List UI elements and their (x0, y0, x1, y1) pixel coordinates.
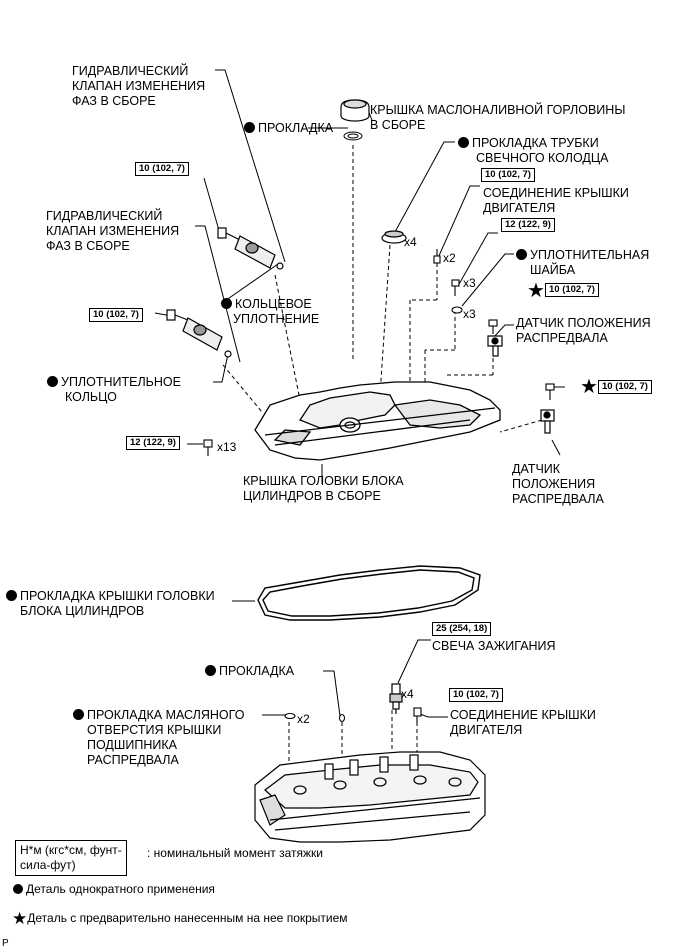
label-spark-plug: СВЕЧА ЗАЖИГАНИЯ (432, 639, 556, 653)
label-o-ring-1: КОЛЬЦЕВОЕ УПЛОТНЕНИЕ (221, 297, 319, 327)
cylinder-head-cover-part (254, 381, 501, 461)
label-vvt-valve-mid: ГИДРАВЛИЧЕСКИЙ КЛАПАН ИЗМЕНЕНИЯ ФАЗ В СБ… (46, 209, 180, 253)
torque-box-3: 10 (102, 7) (89, 308, 143, 322)
qty-x4-bottom: x4 (401, 687, 414, 701)
single-use-dot-icon (6, 590, 17, 601)
cam-sensor-2-part (540, 409, 555, 434)
single-use-dot-icon (458, 137, 469, 148)
torque-box-2: 10 (102, 7) (481, 168, 535, 182)
single-use-dot-icon (73, 709, 84, 720)
single-use-dot-icon (516, 249, 527, 260)
label-vvt-valve-top: ГИДРАВЛИЧЕСКИЙ КЛАПАН ИЗМЕНЕНИЯ ФАЗ В СБ… (72, 64, 206, 108)
precoated-star-icon: ★ (527, 280, 545, 302)
cylinder-head-part (254, 751, 486, 843)
oil-filler-cap-part (340, 99, 370, 122)
label-gasket-top: ПРОКЛАДКА (244, 121, 333, 136)
torque-box-1: 10 (102, 7) (135, 162, 189, 176)
qty-x13: x13 (217, 440, 237, 454)
precoated-star-icon: ★ (580, 376, 598, 398)
label-plug-tube-gasket: ПРОКЛАДКА ТРУБКИ СВЕЧНОГО КОЛОДЦА (458, 136, 608, 166)
label-seal-washer: УПЛОТНИТЕЛЬНАЯ ШАЙБА (516, 248, 649, 278)
torque-box-8: 25 (254, 18) (432, 622, 492, 636)
qty-x4-top: x4 (404, 235, 417, 249)
cap-gasket-part (343, 131, 363, 141)
torque-box-5: 10 (102, 7) (545, 283, 599, 297)
torque-box-4: 12 (122, 9) (501, 218, 555, 232)
label-cam-sensor-2: ДАТЧИК ПОЛОЖЕНИЯ РАСПРЕДВАЛА (512, 462, 604, 506)
single-use-dot-icon (221, 298, 232, 309)
torque-box-9: 10 (102, 7) (449, 688, 503, 702)
label-gasket-bottom: ПРОКЛАДКА (205, 664, 294, 679)
label-o-ring-2: УПЛОТНИТЕЛЬНОЕ КОЛЬЦО (47, 375, 181, 405)
torque-box-7: 12 (122, 9) (126, 436, 180, 450)
corner-mark: P (2, 938, 9, 949)
qty-x2-top: x2 (443, 251, 456, 265)
bottom-small-parts (284, 707, 422, 724)
precoated-star-icon: ★ (12, 909, 28, 928)
single-use-dot-icon (244, 122, 255, 133)
vvt-valve-1-part (217, 227, 284, 270)
label-head-cover: КРЫШКА ГОЛОВКИ БЛОКА ЦИЛИНДРОВ В СБОРЕ (243, 474, 404, 503)
label-cam-sensor-1: ДАТЧИК ПОЛОЖЕНИЯ РАСПРЕДВАЛА (516, 316, 651, 345)
spark-plug-part (389, 683, 403, 714)
single-use-dot-icon (205, 665, 216, 676)
legend-torque-box: Н*м (кгс*см, фунт- сила-фут) (15, 840, 127, 876)
head-cover-gasket-part (257, 565, 481, 621)
legend-torque-desc: : номинальный момент затяжки (147, 846, 323, 860)
qty-x3-a: x3 (463, 276, 476, 290)
qty-x2-bottom: x2 (297, 712, 310, 726)
plug-tube-gasket-part (381, 230, 407, 244)
label-engine-cover-conn-top: СОЕДИНЕНИЕ КРЫШКИ ДВИГАТЕЛЯ (483, 186, 629, 215)
single-use-dot-icon (47, 376, 58, 387)
label-engine-cover-conn-bottom: СОЕДИНЕНИЕ КРЫШКИ ДВИГАТЕЛЯ (450, 708, 596, 737)
torque-box-6: 10 (102, 7) (598, 380, 652, 394)
legend-single-use: Деталь однократного применения (13, 882, 215, 897)
legend-precoated: ★Деталь с предварительно нанесенным на н… (12, 909, 348, 928)
vvt-valve-2-part (166, 309, 232, 358)
single-use-dot-icon (13, 884, 23, 894)
cam-sensor-1-part (487, 335, 503, 357)
alignment-lines (222, 145, 543, 770)
qty-x3-b: x3 (463, 307, 476, 321)
label-bearing-cap-oil-hole-gasket: ПРОКЛАДКА МАСЛЯНОГО ОТВЕРСТИЯ КРЫШКИ ПОД… (73, 708, 244, 768)
label-oil-filler-cap: КРЫШКА МАСЛОНАЛИВНОЙ ГОРЛОВИНЫ В СБОРЕ (370, 103, 626, 132)
small-bolts (203, 249, 555, 456)
label-head-cover-gasket: ПРОКЛАДКА КРЫШКИ ГОЛОВКИ БЛОКА ЦИЛИНДРОВ (6, 589, 215, 619)
